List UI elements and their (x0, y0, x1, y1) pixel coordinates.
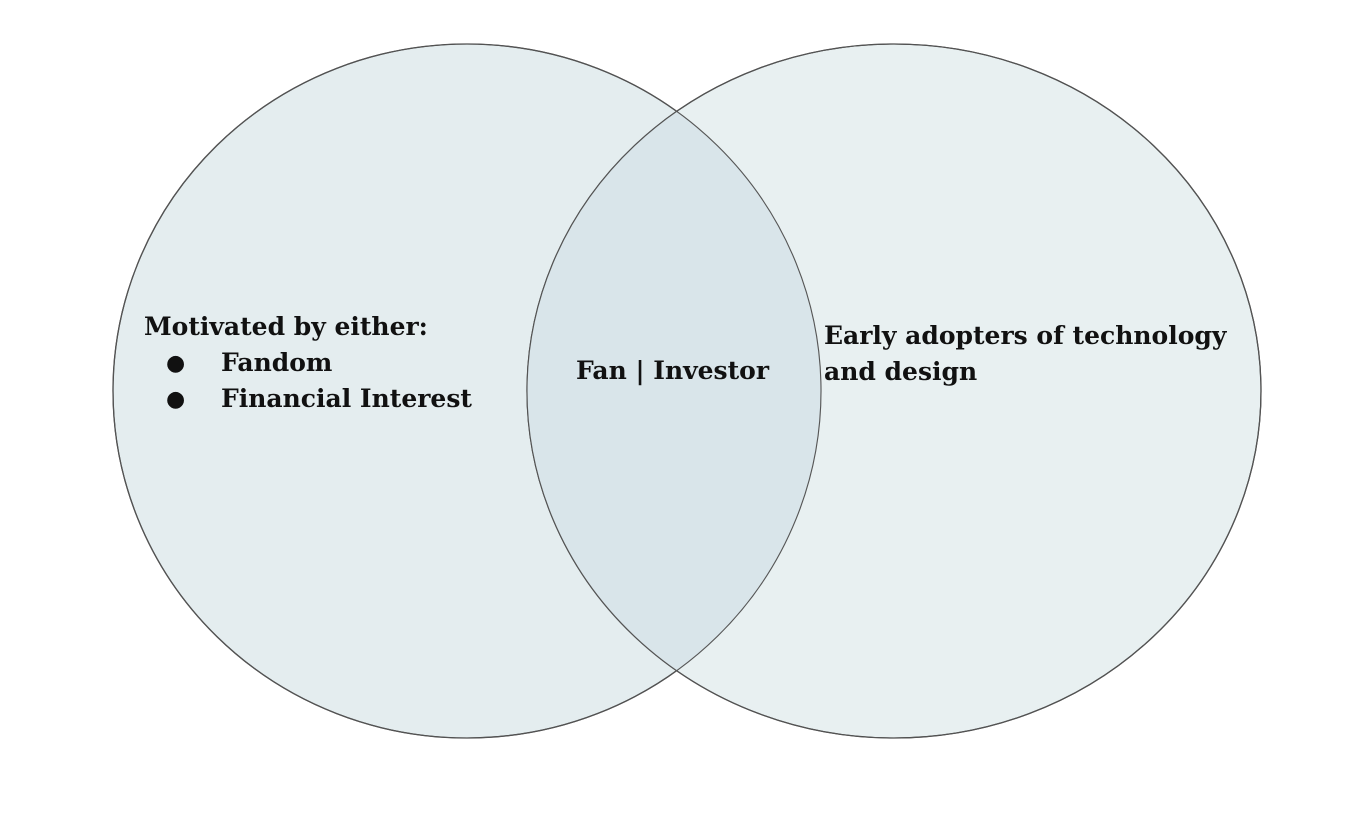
left-circle-label: Motivated by either: ● Fandom ● Financia… (144, 309, 472, 417)
list-item-text: Fandom (221, 348, 333, 377)
list-item: ● Financial Interest (144, 381, 472, 417)
right-circle-label: Early adopters of technology and design (824, 321, 1227, 386)
overlap-region (527, 44, 821, 738)
list-item: ● Fandom (144, 345, 472, 381)
left-circle-outline (112, 43, 822, 739)
right-circle-outline (526, 43, 1262, 739)
left-circle-heading: Motivated by either: (144, 312, 428, 341)
overlap-label: Fan | Investor (576, 356, 770, 385)
left-circle-list: ● Fandom ● Financial Interest (144, 345, 472, 417)
bullet-icon: ● (166, 386, 186, 412)
bullet-icon: ● (166, 350, 186, 376)
list-item-text: Financial Interest (221, 384, 472, 413)
